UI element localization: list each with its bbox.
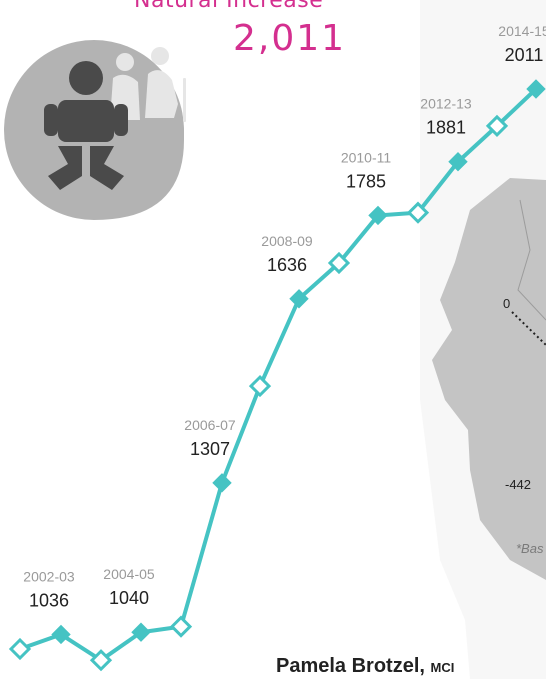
- data-point: [327, 251, 351, 275]
- data-point: [89, 649, 113, 672]
- elderly-couple-icon: [110, 47, 186, 122]
- baby-icon: [44, 61, 128, 190]
- value-label: 1785: [346, 171, 386, 191]
- map-label-zero: 0: [503, 296, 510, 311]
- period-label: 2010-11: [341, 149, 392, 165]
- data-point: [8, 637, 32, 661]
- value-label: 1036: [29, 590, 69, 610]
- data-point: [368, 205, 388, 226]
- period-label: 2012-13: [420, 96, 472, 112]
- headline-value: 2,011: [233, 18, 347, 59]
- value-label: 2011: [505, 45, 544, 65]
- author-credit: Pamela Brotzel, MCI: [276, 655, 454, 678]
- author-credential: MCI: [430, 660, 455, 675]
- period-label: 2006-07: [184, 417, 236, 433]
- period-label: 2002-03: [23, 568, 75, 584]
- icon-badge: [4, 40, 186, 220]
- data-point: [212, 473, 232, 493]
- map-boundary: [517, 199, 546, 321]
- value-label: 1040: [109, 588, 149, 608]
- value-label: 1881: [426, 118, 466, 138]
- data-point: [169, 615, 193, 638]
- value-label: 1307: [190, 439, 230, 459]
- map-label-neg: -442: [505, 477, 531, 492]
- data-point: [485, 114, 509, 138]
- data-point: [131, 622, 151, 642]
- data-labels: 2002-03 1036 2004-05 1040 2006-07 1307 2008-09…: [23, 23, 546, 610]
- period-label: 2014-15: [498, 23, 546, 39]
- period-label: 2004-05: [103, 566, 155, 582]
- map-footnote: *Bas: [516, 541, 544, 556]
- data-point: [406, 201, 430, 224]
- series-line: [19, 87, 538, 663]
- headline-label: Natural Increase: [134, 0, 324, 13]
- data-point: [448, 152, 468, 172]
- markers: [8, 79, 546, 672]
- period-label: 2008-09: [261, 233, 313, 249]
- data-point: [289, 289, 309, 309]
- data-point: [526, 79, 546, 99]
- data-point: [248, 374, 272, 398]
- line-series: [19, 87, 538, 663]
- value-label: 1636: [267, 255, 307, 275]
- data-point: [51, 624, 71, 645]
- author-name: Pamela Brotzel,: [276, 655, 431, 677]
